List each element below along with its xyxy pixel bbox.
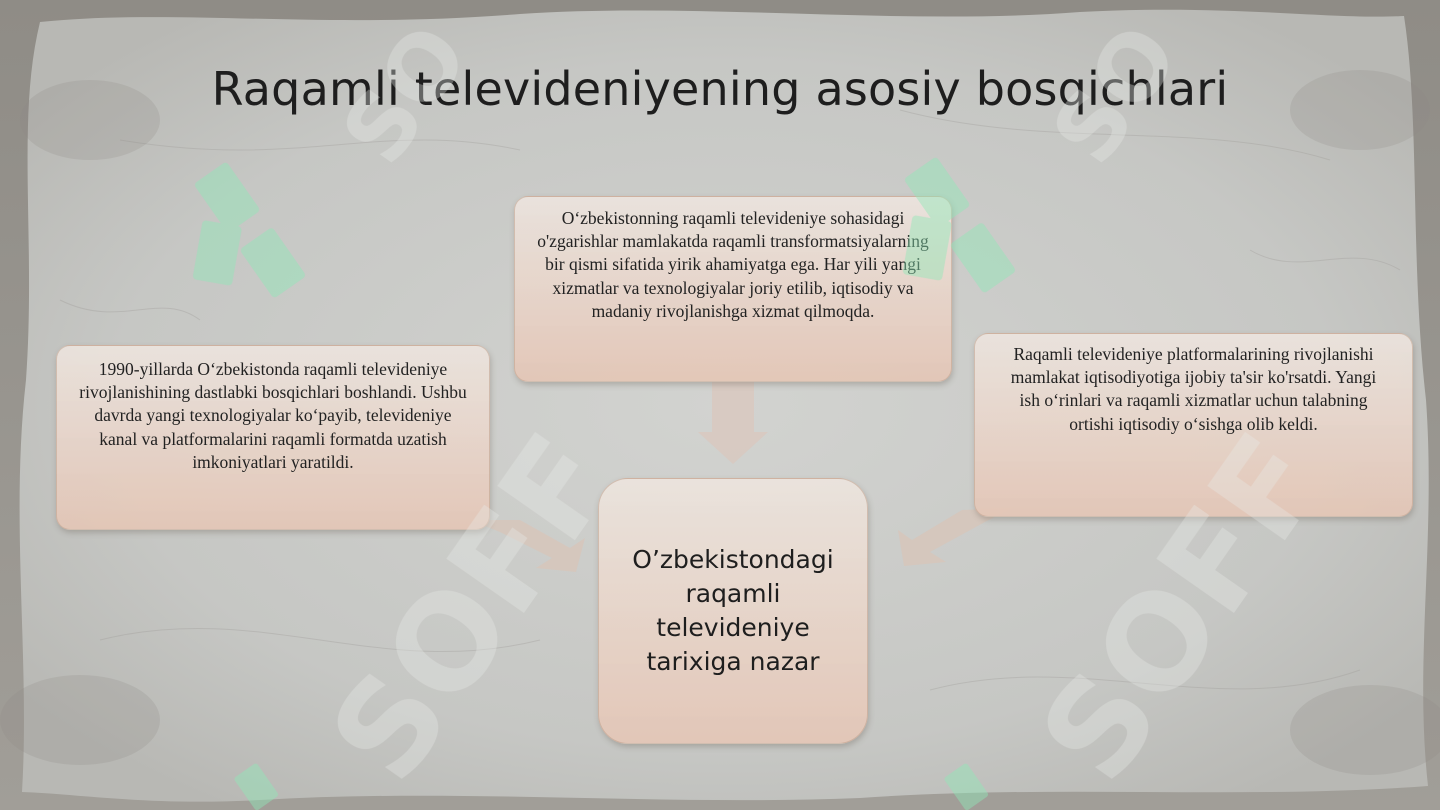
- info-box-left: 1990-yillarda O‘zbekistonda raqamli tele…: [56, 345, 490, 530]
- info-box-right: Raqamli televideniye platformalarining r…: [974, 333, 1413, 517]
- info-box-top-text: O‘zbekistonning raqamli televideniye soh…: [537, 208, 929, 321]
- info-box-top: O‘zbekistonning raqamli televideniye soh…: [514, 196, 952, 382]
- slide-title: Raqamli televideniyening asosiy bosqichl…: [211, 62, 1229, 116]
- central-topic-text: O’zbekistondagi raqamli televideniye tar…: [632, 545, 834, 676]
- info-box-left-text: 1990-yillarda O‘zbekistonda raqamli tele…: [79, 359, 467, 472]
- info-box-right-text: Raqamli televideniye platformalarining r…: [1010, 344, 1377, 434]
- central-topic-box: O’zbekistondagi raqamli televideniye tar…: [598, 478, 868, 744]
